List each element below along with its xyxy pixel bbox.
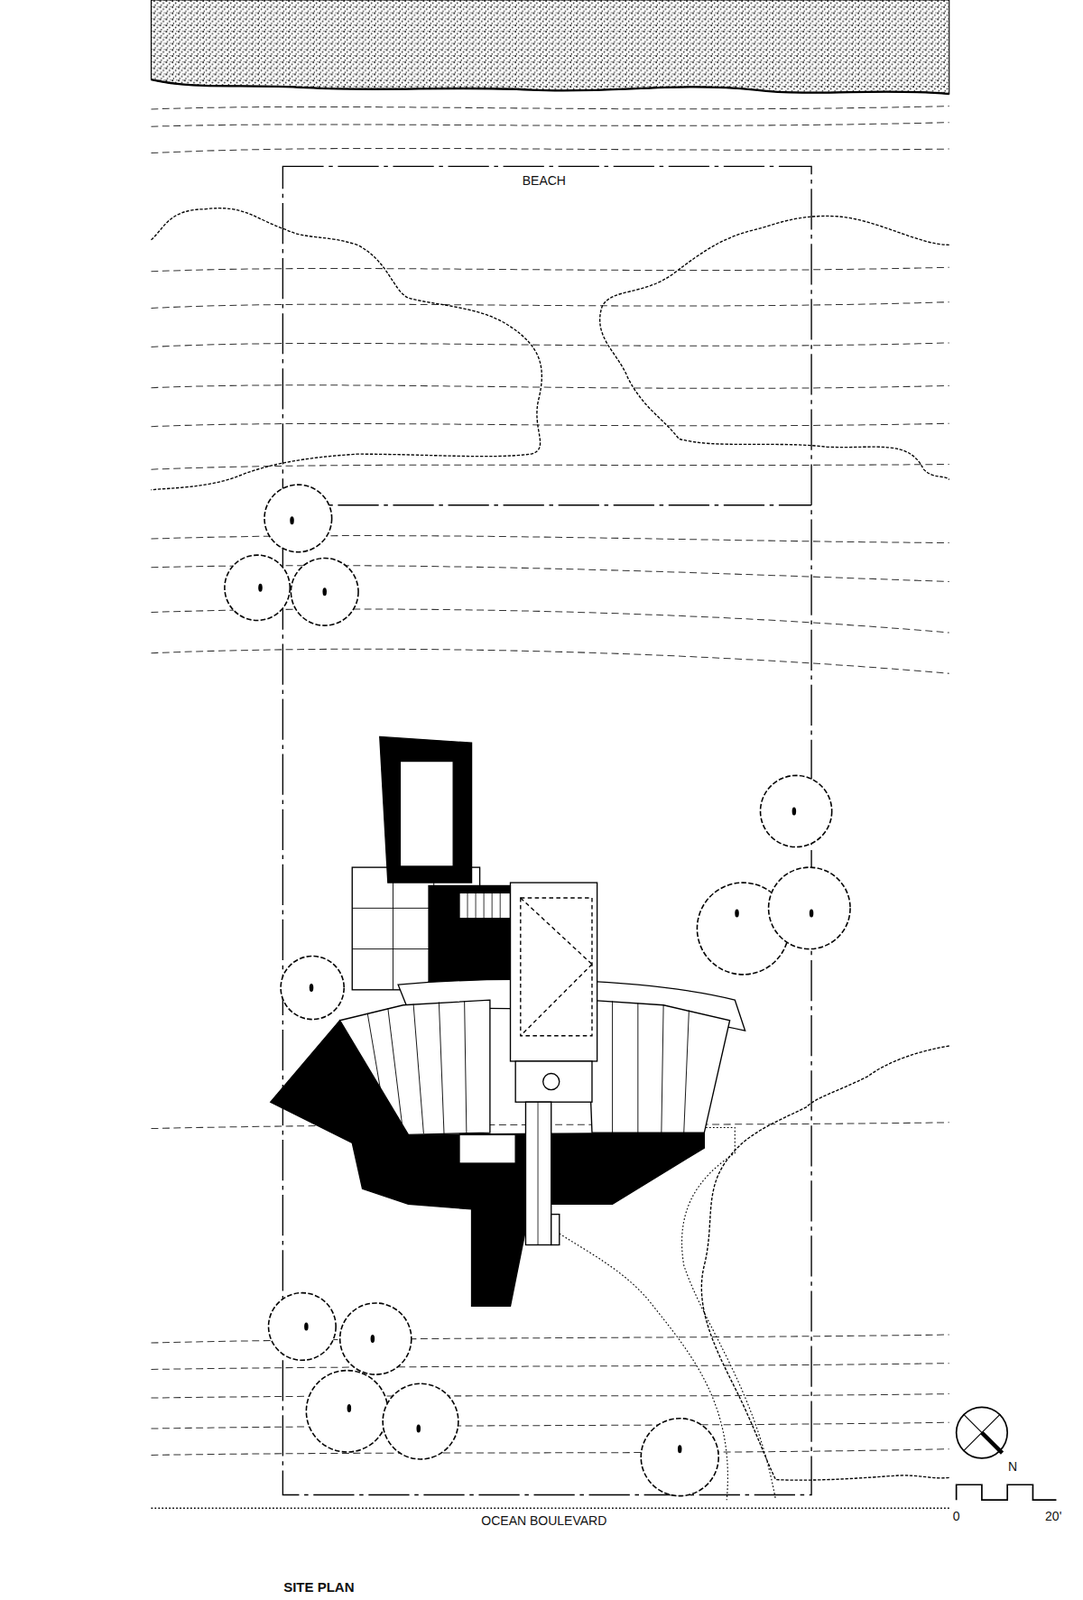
street-edge xyxy=(150,1508,949,1509)
area-label: BEACH xyxy=(520,174,568,188)
plan-title: SITE PLAN xyxy=(281,1580,356,1596)
scale-number: 0 xyxy=(951,1509,963,1524)
north-label: N xyxy=(1006,1460,1019,1474)
property-line xyxy=(282,166,812,1495)
house-plan xyxy=(270,736,746,1306)
dune-stipple xyxy=(150,0,949,94)
scale-bar xyxy=(956,1484,1057,1500)
scale-number: 20' xyxy=(1043,1509,1064,1524)
trees xyxy=(224,484,851,1497)
street-label: OCEAN BOULEVARD xyxy=(479,1514,609,1528)
north-arrow xyxy=(956,1406,1009,1459)
contour-lines xyxy=(150,106,949,1456)
canopy-outline xyxy=(150,208,949,1482)
